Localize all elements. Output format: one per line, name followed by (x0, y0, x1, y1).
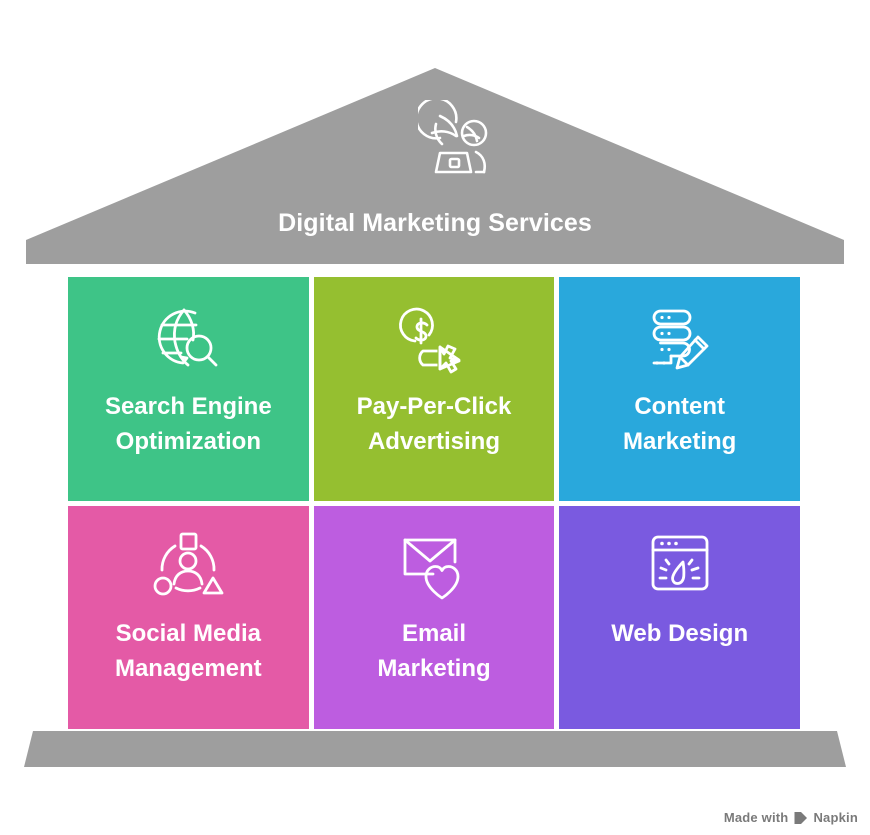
house-base (24, 731, 846, 767)
globe-search-icon (151, 303, 225, 375)
card-label-line1: Search Engine (104, 393, 272, 420)
base-shape (24, 731, 846, 767)
card-label-line1: Web Design (611, 619, 749, 647)
card-label: Search Engine Optimization (99, 389, 278, 459)
house-roof: Digital Marketing Services (26, 68, 844, 264)
card-label-line1: Pay-Per-Click (356, 393, 512, 420)
card-label-line1: Social Media (115, 619, 262, 647)
card-label: Content Marketing (617, 389, 742, 459)
card-label-line1: Email (401, 619, 466, 647)
card-search-engine-optimization[interactable]: Search Engine Optimization (68, 277, 309, 501)
roof-shape (26, 68, 844, 264)
card-label-line2: Marketing (377, 654, 491, 682)
card-label: Pay-Per-Click Advertising (351, 389, 518, 459)
card-label-line2: Management (114, 654, 262, 682)
card-social-media-management[interactable]: Social Media Management (68, 505, 309, 729)
watermark: Made with Napkin (724, 810, 858, 825)
envelope-heart-icon (397, 530, 471, 602)
card-content-marketing[interactable]: Content Marketing (559, 277, 800, 501)
card-label-line2: Marketing (622, 428, 737, 455)
card-pay-per-click-advertising[interactable]: Pay-Per-Click Advertising (313, 277, 555, 501)
card-email-marketing[interactable]: Email Marketing (313, 505, 555, 729)
server-pencil-icon (643, 303, 717, 375)
page-title: Digital Marketing Services (278, 209, 592, 237)
card-label-line1: Content (634, 393, 725, 420)
card-label: Social Media Management (109, 616, 268, 686)
card-web-design[interactable]: Web Design (559, 505, 800, 729)
card-label-line2: Advertising (367, 428, 500, 455)
globe-person-laptop-icon (415, 97, 504, 178)
dollar-cursor-click-icon (397, 303, 471, 375)
card-label: Web Design (605, 616, 754, 651)
card-label: Email Marketing (371, 616, 496, 686)
person-network-shapes-icon (151, 530, 225, 602)
watermark-text: Made with (723, 810, 789, 825)
browser-speed-gauge-icon (643, 530, 717, 602)
watermark-brand: Napkin (813, 810, 858, 825)
card-label-line2: Optimization (115, 428, 261, 455)
napkin-logo-icon (794, 811, 808, 824)
services-grid: Search Engine Optimization Pay-Per-Click (68, 277, 800, 729)
